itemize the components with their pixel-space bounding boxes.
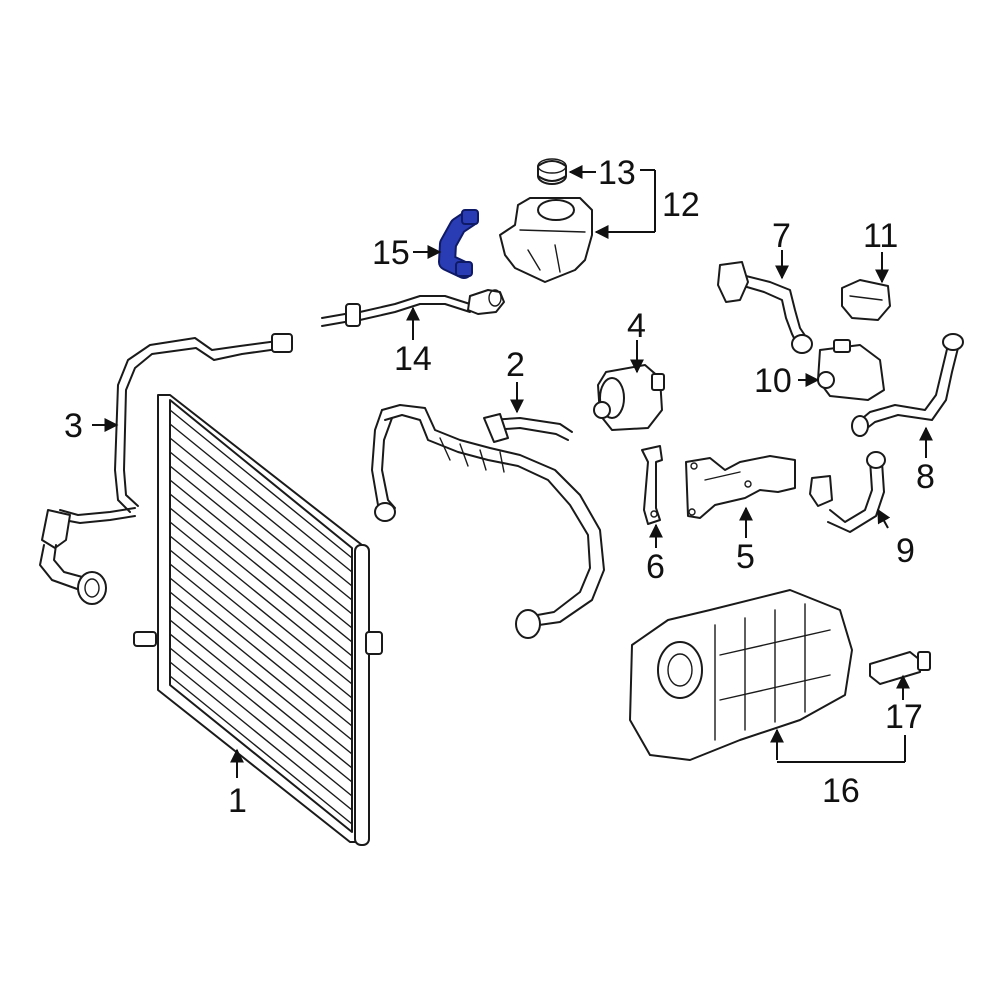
hose-15-clamp-bottom (455, 261, 473, 277)
part-13-reservoir-cap[interactable] (537, 158, 567, 185)
part-11-bracket[interactable] (841, 279, 891, 321)
part-17-sensor[interactable] (869, 651, 931, 685)
callout-13: 13 (598, 154, 636, 192)
part-7-hose[interactable] (717, 261, 813, 354)
part-10-valve[interactable] (817, 339, 885, 401)
callout-15: 15 (372, 234, 410, 272)
callout-14: 14 (394, 340, 432, 378)
callout-6: 6 (646, 548, 665, 586)
callout-1: 1 (228, 782, 247, 820)
callout-5: 5 (736, 538, 755, 576)
callout-3: 3 (64, 407, 83, 445)
callout-7: 7 (772, 217, 791, 255)
part-5-mounting-bracket[interactable] (685, 455, 796, 519)
part-14-hose[interactable] (321, 289, 505, 327)
part-6-bracket[interactable] (641, 445, 663, 525)
callout-8: 8 (916, 458, 935, 496)
part-2-coolant-hose[interactable] (371, 404, 605, 639)
part-9-hose[interactable] (809, 451, 886, 533)
part-15-hose-highlighted[interactable] (438, 209, 479, 279)
callout-17: 17 (885, 698, 923, 736)
part-3-ac-line[interactable] (39, 333, 293, 605)
part-1-radiator[interactable] (133, 394, 383, 846)
callout-2: 2 (506, 346, 525, 384)
radiator-fins (169, 409, 353, 825)
leader-lines (92, 165, 933, 778)
callout-11: 11 (863, 217, 898, 255)
callout-4: 4 (627, 307, 646, 345)
part-8-hose[interactable] (851, 333, 964, 437)
callout-labels: 1 2 3 4 5 6 7 8 9 10 11 12 13 14 15 16 1… (64, 154, 935, 820)
callout-16: 16 (822, 772, 860, 810)
callout-9: 9 (896, 532, 915, 570)
hose-15-clamp-top (461, 209, 479, 225)
part-16-intercooler[interactable] (629, 589, 853, 761)
part-4-water-pump[interactable] (593, 364, 665, 431)
part-12-coolant-reservoir[interactable] (499, 197, 593, 283)
callout-10: 10 (754, 362, 792, 400)
callout-12: 12 (662, 186, 700, 224)
